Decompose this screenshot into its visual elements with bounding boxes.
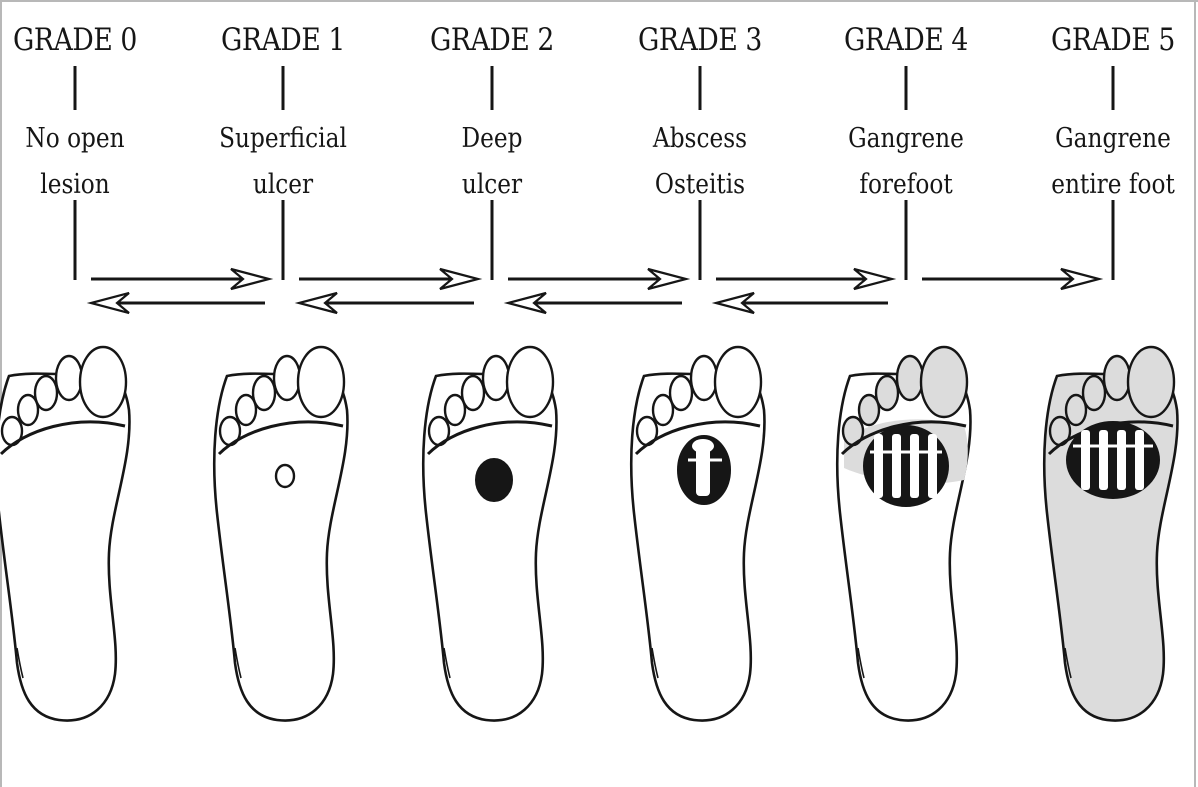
grade-4-description-line-2: forefoot	[820, 162, 992, 208]
grade-5-description-line-2: entire foot	[1027, 162, 1198, 208]
grade-2-description-line-2: ulcer	[406, 162, 578, 208]
grade-0-title: GRADE 0	[0, 22, 161, 58]
arrow-left-icon	[299, 293, 474, 313]
grade-3-description-line-1: Abscess	[614, 116, 786, 162]
arrow-left-icon	[716, 293, 888, 313]
grade-3-foot-illustration	[631, 347, 764, 721]
arrow-right-icon	[91, 269, 269, 289]
grade-3-title: GRADE 3	[614, 22, 786, 58]
arrow-right-icon	[299, 269, 478, 289]
arrow-left-icon	[508, 293, 682, 313]
grade-0-foot-illustration	[0, 347, 129, 721]
superficial-ulcer-mark	[276, 465, 294, 487]
grade-3-description-line-2: Osteitis	[614, 162, 786, 208]
grade-2-foot-illustration	[423, 347, 556, 721]
grade-5-description-line-1: Gangrene	[1027, 116, 1198, 162]
grade-1-description-line-1: Superficial	[197, 116, 369, 162]
grade-1-description-line-2: ulcer	[197, 162, 369, 208]
grade-4-description: Gangrene forefoot	[820, 116, 992, 208]
arrow-left-icon	[91, 293, 265, 313]
grade-5-title: GRADE 5	[1027, 22, 1198, 58]
arrow-right-icon	[508, 269, 686, 289]
arrow-right-icon	[922, 269, 1099, 289]
grade-1-description: Superficial ulcer	[197, 116, 369, 208]
exposed-bone-mark	[1067, 422, 1159, 498]
grade-0-description-line-2: lesion	[0, 162, 161, 208]
grade-2-description-line-1: Deep	[406, 116, 578, 162]
grade-2-title: GRADE 2	[406, 22, 578, 58]
arrow-right-icon	[716, 269, 892, 289]
grade-5-foot-illustration	[1044, 347, 1177, 721]
abscess-osteitis-mark	[678, 436, 730, 504]
grade-4-title: GRADE 4	[820, 22, 992, 58]
grade-0-description-line-1: No open	[0, 116, 161, 162]
grade-4-foot-illustration	[837, 347, 970, 721]
grade-5-description: Gangrene entire foot	[1027, 116, 1198, 208]
grade-0-description: No open lesion	[0, 116, 161, 208]
grade-1-foot-illustration	[214, 347, 347, 721]
grade-3-description: Abscess Osteitis	[614, 116, 786, 208]
deep-ulcer-mark	[476, 459, 512, 501]
exposed-bone-mark	[864, 426, 948, 506]
grade-2-description: Deep ulcer	[406, 116, 578, 208]
grade-1-title: GRADE 1	[197, 22, 369, 58]
grade-4-description-line-1: Gangrene	[820, 116, 992, 162]
